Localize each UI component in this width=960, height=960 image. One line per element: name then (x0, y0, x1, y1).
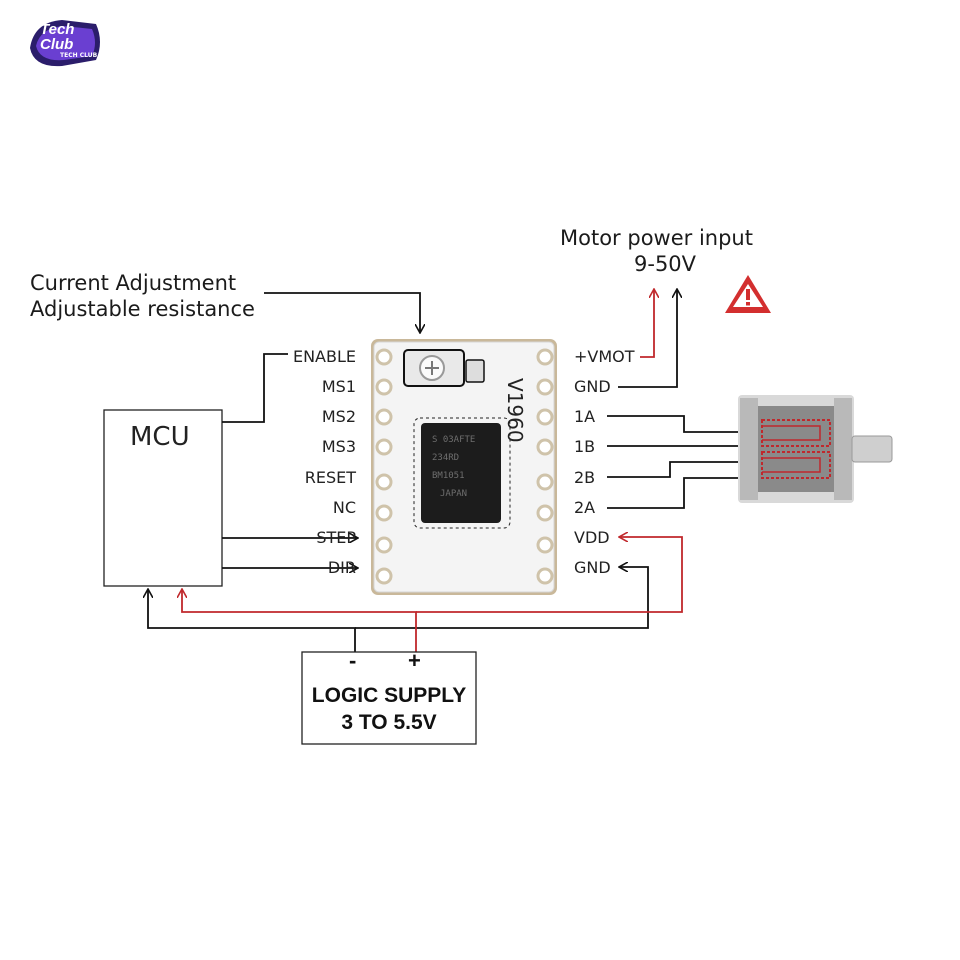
pin-nc-label: NC (332, 498, 356, 517)
coil-2a-wire (607, 477, 760, 509)
motor-power-label: Motor power input (560, 226, 753, 250)
current-adj-leader (264, 292, 420, 332)
logic-supply-label: LOGIC SUPPLY (311, 684, 467, 707)
supply-plus-sign: + (408, 648, 421, 673)
mcu-box (103, 409, 223, 587)
driver-chip (421, 423, 501, 523)
logic-vdd-wire-board (416, 537, 683, 613)
left-header-pins (375, 348, 393, 585)
pin-enable-label: ENABLE (292, 347, 356, 366)
logo-tagline: TECH CLUB (60, 52, 98, 59)
current-adjustment-label: Current Adjustment (30, 271, 237, 295)
mcu-label: MCU (130, 422, 190, 452)
pin-1b-label: 1B (574, 437, 596, 456)
adjustable-resistance-label: Adjustable resistance (30, 297, 255, 321)
pin-vmot-label: +VMOT (574, 347, 635, 366)
pin-dir-label: DIR (327, 558, 356, 577)
signal-wires (148, 290, 760, 652)
pin-step-label: STEP (316, 528, 356, 547)
enable-wire (222, 353, 288, 423)
coil-1a-wire (607, 415, 760, 433)
pin-ms1-label: MS1 (321, 377, 356, 396)
supply-minus-sign: - (349, 648, 357, 673)
right-header-pins (536, 348, 554, 585)
pin-2b-label: 2B (574, 468, 596, 487)
vmot-wire (640, 290, 654, 358)
gnd-motor-wire (618, 290, 677, 388)
potentiometer-icon (403, 349, 485, 387)
logic-gnd-wire-board (355, 567, 649, 629)
chip-marking-2: 234RD (432, 453, 459, 463)
logic-supply-voltage: 3 TO 5.5V (341, 711, 437, 734)
logic-supply-box (301, 651, 477, 745)
pin-1a-label: 1A (574, 407, 596, 426)
chip-marking-1: S 03AFTE (432, 435, 475, 445)
pin-2a-label: 2A (574, 498, 596, 517)
logic-vdd-wire (182, 590, 417, 652)
pin-gnd-motor-label: GND (574, 377, 611, 396)
chip-marking-4: JAPAN (440, 489, 467, 499)
pin-vdd-label: VDD (574, 528, 610, 547)
coil-2b-wire (607, 461, 760, 478)
driver-board: S 03AFTE 234RD BM1051 JAPAN V1960 (371, 339, 557, 595)
logo-text: Tech Club (40, 22, 74, 52)
pin-ms2-label: MS2 (321, 407, 356, 426)
logo-line-2: Club (40, 36, 74, 53)
logic-gnd-wire (148, 590, 356, 652)
power-wires (182, 290, 683, 652)
board-model-label: V1960 (503, 378, 527, 443)
logo-line-1: Tech (40, 21, 75, 38)
pin-gnd-logic-label: GND (574, 558, 611, 577)
motor-voltage-label: 9-50V (634, 252, 697, 276)
warning-triangle-icon (725, 275, 771, 313)
pin-ms3-label: MS3 (321, 437, 356, 456)
chip-marking-3: BM1051 (432, 471, 465, 481)
pin-reset-label: RESET (304, 468, 356, 487)
tech-club-logo (30, 20, 100, 67)
stepper-motor-icon (738, 395, 893, 503)
